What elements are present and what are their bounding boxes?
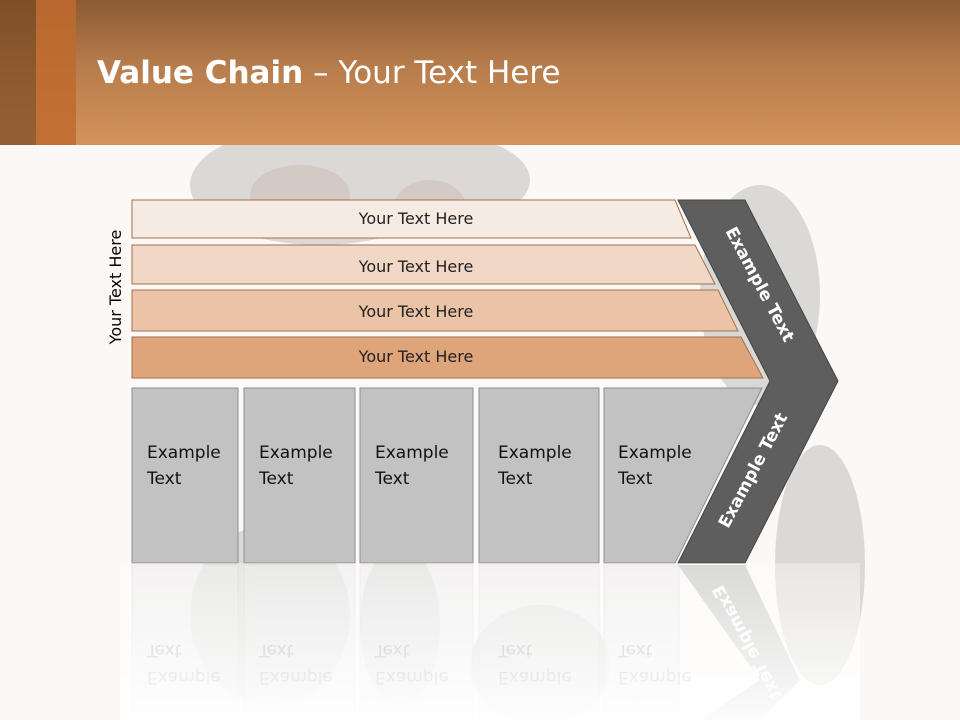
- primary-activities: Example Text Example Text Example Text E…: [131, 387, 763, 564]
- primary-box-4-line2: Text: [497, 469, 533, 489]
- primary-box-5-line1: Example: [618, 443, 692, 463]
- support-bar-4-label: Your Text Here: [358, 347, 474, 366]
- support-bar-4: [131, 336, 764, 379]
- slide-title: Value Chain – Your Text Here: [97, 55, 560, 91]
- primary-box-3-line2: Text: [374, 469, 410, 489]
- primary-box-2-line2: Text: [258, 469, 294, 489]
- primary-box-2-line1: Example: [259, 443, 333, 463]
- side-label: Your Text Here: [106, 230, 125, 346]
- support-bar-3-label: Your Text Here: [358, 302, 474, 321]
- support-activities: Your Text Here Your Text Here Your Text …: [131, 199, 764, 379]
- primary-box-2: [243, 387, 356, 564]
- support-bar-1: [131, 199, 692, 239]
- support-bar-2-label: Your Text Here: [358, 257, 474, 276]
- primary-box-4: [478, 387, 600, 564]
- primary-box-5-line2: Text: [617, 469, 653, 489]
- primary-box-3: [359, 387, 474, 564]
- support-bar-2: [131, 244, 716, 285]
- support-bar-1-label: Your Text Here: [358, 209, 474, 228]
- header-banner: [0, 0, 960, 145]
- reflection-fade: [120, 563, 860, 720]
- support-bar-3: [131, 289, 739, 332]
- slide-title-bold: Value Chain: [97, 55, 304, 91]
- header-stripe-orange: [36, 0, 76, 145]
- primary-box-4-line1: Example: [498, 443, 572, 463]
- slide-title-rest: – Your Text Here: [303, 55, 561, 91]
- header-stripe-dark: [0, 0, 36, 145]
- primary-box-3-line1: Example: [375, 443, 449, 463]
- primary-box-1-line2: Text: [146, 469, 182, 489]
- primary-box-1-line1: Example: [147, 443, 221, 463]
